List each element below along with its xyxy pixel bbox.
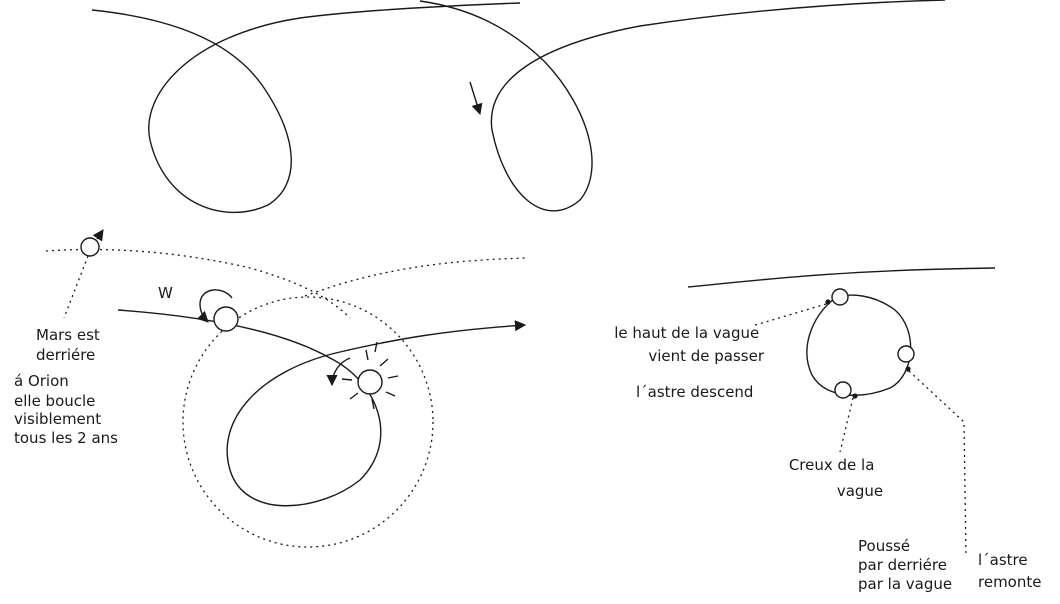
ascending-label: l´astre remonte [978,551,1041,591]
mars-symbol-icon [80,229,104,257]
top-loop-curve-right [419,0,946,212]
wave-circle-bottom [834,381,852,399]
trough-label: Creux de la vague [789,456,883,500]
mars-caption-line-4: elle boucle [14,392,95,410]
wave-dot-right [905,366,911,372]
dotted-orbit-upper [45,248,351,319]
wave-top-line-2: vient de passer [648,347,765,365]
planet-circle [213,306,239,332]
trough-line-1: Creux de la [789,456,875,474]
mars-caption-line-1: Mars est [36,326,100,344]
ascending-line-1: l´astre [978,551,1028,569]
wave-circle-right [897,345,915,363]
wave-dot-top [825,299,831,305]
top-loop-curve-left [91,2,521,213]
descending-label: l´astre descend [636,383,753,401]
pointer-trough [839,397,854,453]
pushed-line-3: par la vague [858,575,952,593]
pointer-pushed [908,370,967,557]
direction-arrow-icon [469,81,483,116]
wave-dot-bottom [852,393,858,399]
mars-pointer-line [63,255,89,319]
mars-caption-line-5: visiblement [14,410,101,428]
pointer-wave-top [751,303,827,327]
wave-loop [806,294,912,396]
wave-top-line [687,267,996,288]
trough-line-2: vague [837,482,883,500]
pushed-label: Poussé par derriére par la vague [858,537,952,593]
mars-caption-line-3: á Orion [14,372,69,390]
mars-caption: Mars est derriére á Orion elle boucle vi… [14,326,118,447]
mars-caption-line-6: tous les 2 ans [14,429,118,447]
mars-caption-line-2: derriére [36,346,95,364]
wave-top-line-1: le haut de la vague [614,324,759,342]
wave-top-label: le haut de la vague vient de passer [614,324,765,365]
pushed-line-2: par derriére [858,556,947,574]
west-label: W [158,284,173,302]
pushed-line-1: Poussé [858,537,910,555]
main-loop-path [117,309,527,507]
dotted-circle-orbit [182,296,434,548]
west-rotation-icon [196,289,233,323]
wave-circle-top [831,288,849,306]
ascending-line-2: remonte [978,573,1041,591]
sun-icon [326,341,399,410]
dotted-orbit-right [304,257,529,297]
